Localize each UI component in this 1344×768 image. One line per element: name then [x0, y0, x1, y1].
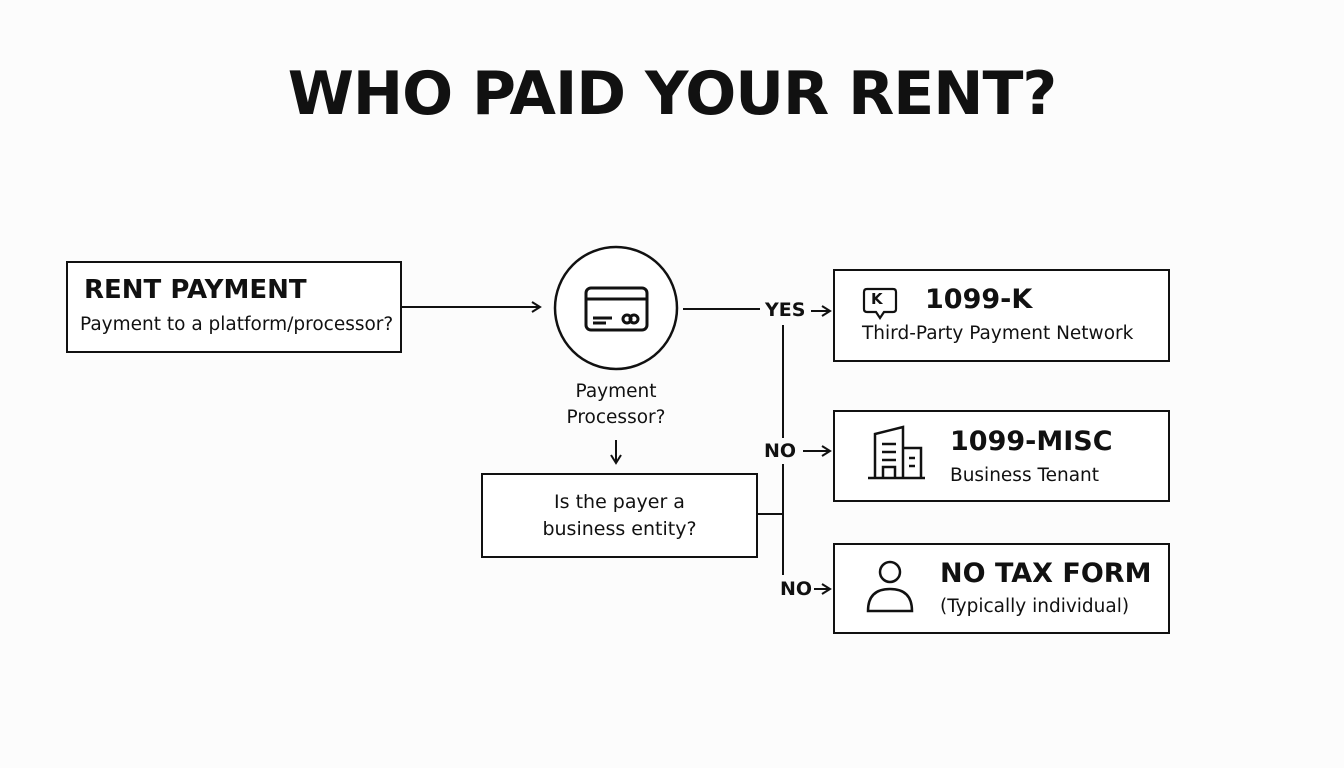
outcome-heading: NO TAX FORM: [940, 558, 1152, 589]
rent-payment-heading: RENT PAYMENT: [84, 275, 307, 305]
processor-label-line2: Processor?: [566, 407, 666, 428]
outcome-1099-misc: 1099-MISC Business Tenant: [833, 410, 1170, 502]
k-badge-letter: K: [871, 290, 883, 308]
k-badge-icon: [862, 287, 898, 320]
outcome-subtitle: Business Tenant: [950, 465, 1100, 486]
question-line1: Is the payer a: [554, 491, 685, 513]
processor-label-line1: Payment: [575, 381, 657, 402]
outcome-subtitle: Third-Party Payment Network: [862, 323, 1134, 344]
processor-label: Payment Processor?: [536, 379, 696, 431]
rent-payment-box: RENT PAYMENT Payment to a platform/proce…: [66, 261, 402, 353]
question-line2: business entity?: [542, 518, 697, 540]
outcome-heading: 1099-K: [925, 284, 1033, 315]
no-individual-label: NO: [780, 578, 813, 600]
page-title: WHO PAID YOUR RENT?: [287, 59, 1057, 129]
outcome-1099-k: K 1099-K Third-Party Payment Network: [833, 269, 1170, 362]
person-icon: [866, 560, 914, 613]
processor-circle: [553, 245, 679, 371]
no-business-label: NO: [764, 440, 797, 462]
rent-payment-subtitle: Payment to a platform/processor?: [80, 314, 394, 335]
yes-label: YES: [765, 299, 806, 321]
credit-card-icon: [584, 286, 649, 332]
building-icon: [868, 425, 925, 480]
outcome-heading: 1099-MISC: [950, 426, 1113, 457]
outcome-subtitle: (Typically individual): [940, 596, 1130, 617]
outcome-no-tax-form: NO TAX FORM (Typically individual): [833, 543, 1170, 634]
business-question-box: Is the payer a business entity?: [481, 473, 758, 558]
